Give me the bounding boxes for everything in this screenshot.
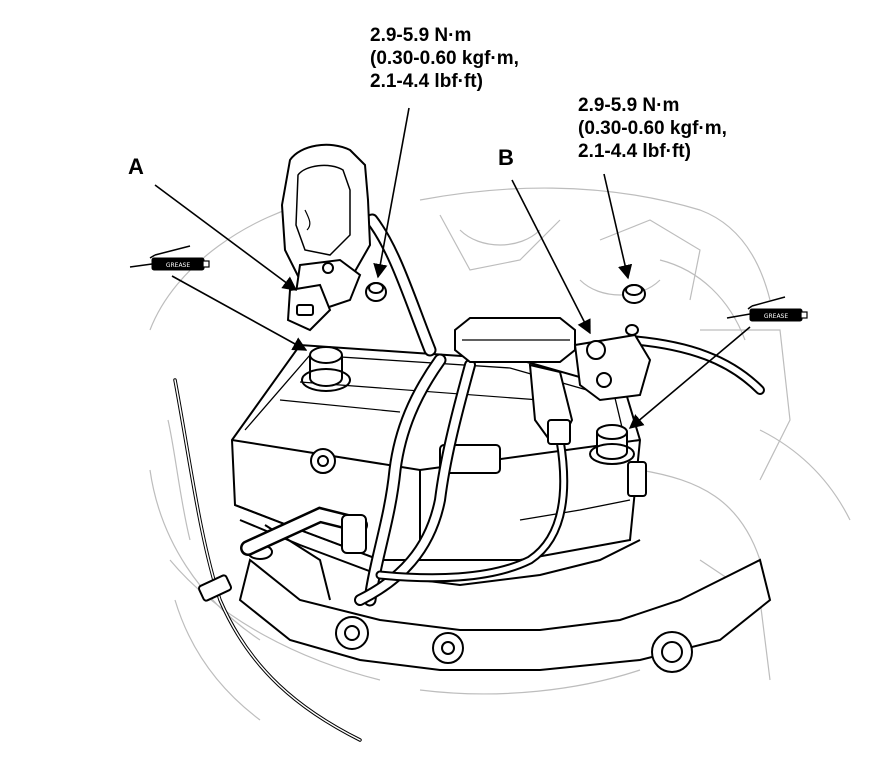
leader-grease-left <box>171 275 308 351</box>
torque-spec-terminal-a: 2.9-5.9 N·m (0.30-0.60 kgf·m, 2.1-4.4 lb… <box>370 24 519 93</box>
terminal-b-assembly <box>454 284 652 497</box>
leader-arrows <box>154 107 751 429</box>
grease-label-right: GREASE <box>764 313 789 320</box>
torque-spec-line: (0.30-0.60 kgf·m, <box>370 48 519 69</box>
grease-symbol-left: GREASE <box>129 245 210 271</box>
grease-label-left: GREASE <box>166 262 191 269</box>
grease-symbol-right: GREASE <box>726 296 808 322</box>
torque-spec-terminal-b: 2.9-5.9 N·m (0.30-0.60 kgf·m, 2.1-4.4 lb… <box>578 94 727 163</box>
callout-label-a: A <box>128 154 144 179</box>
cable-clip <box>198 514 367 602</box>
torque-spec-line: 2.1-4.4 lbf·ft) <box>578 141 691 162</box>
torque-spec-line: 2.9-5.9 N·m <box>370 25 472 46</box>
terminal-a-assembly <box>280 143 387 332</box>
leader-b <box>511 179 591 335</box>
torque-spec-line: (0.30-0.60 kgf·m, <box>578 118 727 139</box>
leader-grease-right <box>628 326 751 429</box>
torque-spec-line: 2.1-4.4 lbf·ft) <box>370 71 483 92</box>
callout-label-b: B <box>498 145 514 170</box>
leader-a <box>154 184 298 291</box>
torque-spec-line: 2.9-5.9 N·m <box>578 95 680 116</box>
leader-torque-2 <box>603 173 633 280</box>
battery-posts <box>301 346 635 465</box>
cable-harness <box>173 213 765 742</box>
leader-torque-1 <box>373 107 410 279</box>
lower-bracket <box>238 558 772 673</box>
